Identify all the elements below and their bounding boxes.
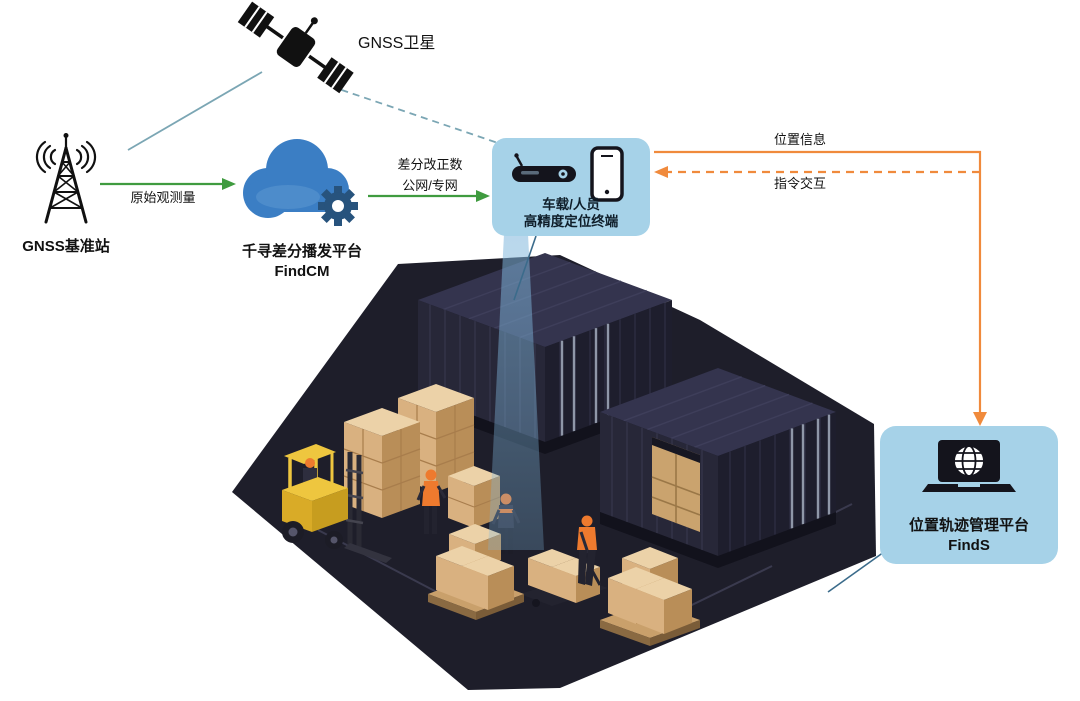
pallet-center <box>428 524 524 620</box>
link-raw-observation-arrow <box>100 178 236 190</box>
link-command-exchange-arrow <box>654 166 980 178</box>
command-exchange-label: 指令交互 <box>773 176 827 191</box>
smartphone-icon <box>590 146 624 202</box>
cloud-gear-icon <box>243 139 358 226</box>
worker-1 <box>416 469 447 534</box>
cloud-platform-subtitle: FindCM <box>274 263 330 280</box>
ground-platform <box>232 255 876 690</box>
link-satellite-to-terminal <box>329 85 499 144</box>
link-corrections-arrow <box>368 190 490 202</box>
globe-icon <box>953 445 985 477</box>
vehicle-terminal-icon <box>512 153 576 182</box>
gnss-satellite-icon <box>237 1 354 94</box>
crate-stack-front <box>343 408 421 518</box>
terminal-callout-tail <box>513 235 537 301</box>
arrowhead-left <box>654 166 668 178</box>
management-platform-title: 位置轨迹管理平台 <box>908 517 1030 534</box>
position-info-label: 位置信息 <box>773 132 827 147</box>
management-platform-subtitle: FindS <box>948 537 990 554</box>
terminal-bubble <box>492 138 650 236</box>
laptop-globe-icon <box>922 440 1016 492</box>
pallet-jack-group <box>520 515 608 607</box>
corrections-label-line1: 差分改正数 <box>397 157 463 172</box>
satellite-label: GNSS卫星 <box>358 35 436 52</box>
radio-tower-icon <box>35 133 97 224</box>
arrowhead-right <box>476 190 490 202</box>
positioning-beam <box>488 234 544 550</box>
arrowhead-right <box>222 178 236 190</box>
forklift <box>282 444 392 563</box>
pallet-right <box>600 547 700 646</box>
forklift-driver-helmet <box>305 458 315 468</box>
raw-observation-label: 原始观测量 <box>130 190 196 205</box>
corrections-label-line2: 公网/专网 <box>402 178 458 193</box>
link-satellite-to-base <box>127 71 263 151</box>
cloud-platform-title: 千寻差分播发平台 <box>241 243 363 260</box>
gear-icon <box>318 186 358 226</box>
terminal-label-line2: 高精度定位终端 <box>523 214 619 229</box>
finds-bubble <box>880 426 1058 564</box>
terminal-label-line1: 车载/人员 <box>542 197 600 212</box>
link-position-info-arrow <box>654 150 987 426</box>
worker-3 <box>577 515 597 586</box>
warehouse-illustration <box>232 253 876 690</box>
arrowhead-down <box>973 412 987 426</box>
container-open-door <box>651 437 701 532</box>
base-station-label: GNSS基准站 <box>22 238 110 255</box>
shipping-container-2 <box>600 368 836 568</box>
finds-callout-tail <box>827 551 885 593</box>
